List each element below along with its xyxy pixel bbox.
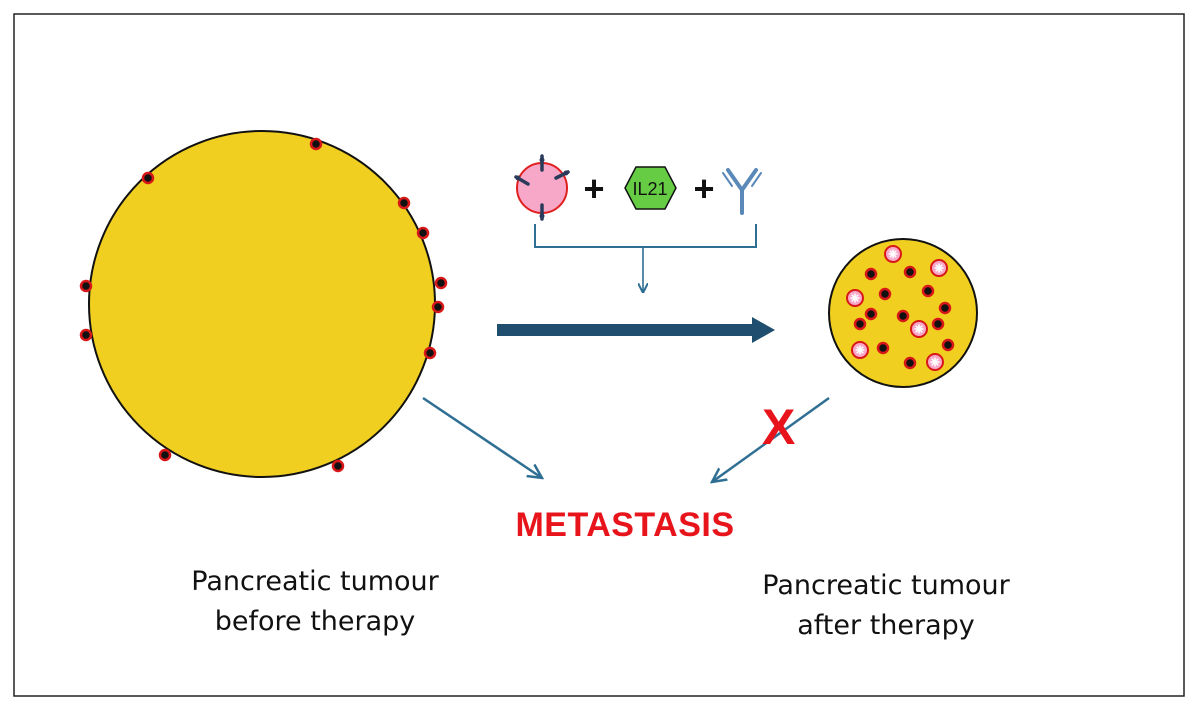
plus-sign-1: + <box>583 168 604 209</box>
surface-dot <box>141 171 155 185</box>
therapy-components: + IL21 + <box>514 154 762 292</box>
treatment-arrow <box>497 317 775 343</box>
tumour-cell-dot <box>931 317 945 331</box>
surface-dot <box>434 276 448 290</box>
arrow-before-to-metastasis <box>422 396 542 478</box>
blocked-cross-mark: X <box>762 399 796 455</box>
arrow-after-to-metastasis <box>712 396 830 482</box>
killed-cell-marker <box>930 259 948 277</box>
surface-dot <box>431 300 445 314</box>
surface-dot <box>158 448 172 462</box>
tumour-large-body <box>88 130 436 478</box>
surface-dot <box>309 137 323 151</box>
tumour-cell-dot <box>941 338 955 352</box>
killed-cell-marker <box>846 289 864 307</box>
metastasis-label: METASTASIS <box>515 506 735 544</box>
tumour-cell-dot <box>921 284 935 298</box>
tumour-cell-dot <box>903 356 917 370</box>
surface-dot <box>397 196 411 210</box>
tumour-cell-dot <box>853 317 867 331</box>
tumour-cell-dot <box>896 309 910 323</box>
tumour-cell-dot <box>903 265 917 279</box>
nk-cell-icon <box>514 154 570 221</box>
il21-label: IL21 <box>632 179 667 199</box>
tumour-cell-dot <box>864 267 878 281</box>
tumour-cell-dot <box>938 301 952 315</box>
after-therapy-caption: Pancreatic tumour after therapy <box>706 566 1066 646</box>
surface-dot <box>331 459 345 473</box>
before-caption-line1: Pancreatic tumour <box>191 566 439 597</box>
tumour-cell-dot <box>864 307 878 321</box>
after-caption-line2: after therapy <box>797 610 975 641</box>
surface-dot <box>423 346 437 360</box>
therapy-bracket <box>534 224 757 248</box>
before-therapy-caption: Pancreatic tumour before therapy <box>135 562 495 642</box>
tumour-after-therapy <box>828 238 978 388</box>
tumour-cell-dot <box>876 341 890 355</box>
killed-cell-marker <box>884 245 902 263</box>
killed-cell-marker <box>910 320 928 338</box>
killed-cell-marker <box>926 353 944 371</box>
plus-sign-2: + <box>693 168 714 209</box>
tumour-cell-dot <box>878 287 892 301</box>
antibody-icon <box>722 168 762 215</box>
surface-dot <box>416 226 430 240</box>
infiltrating-cells <box>846 245 955 371</box>
surface-dot <box>79 328 93 342</box>
il21-hexagon-icon: IL21 <box>624 166 677 210</box>
surface-dot <box>79 279 93 293</box>
before-caption-line2: before therapy <box>214 606 416 637</box>
tumour-before-therapy <box>79 130 448 478</box>
after-caption-line1: Pancreatic tumour <box>762 570 1010 601</box>
surface-receptor-dots <box>79 137 448 473</box>
killed-cell-marker <box>851 341 869 359</box>
